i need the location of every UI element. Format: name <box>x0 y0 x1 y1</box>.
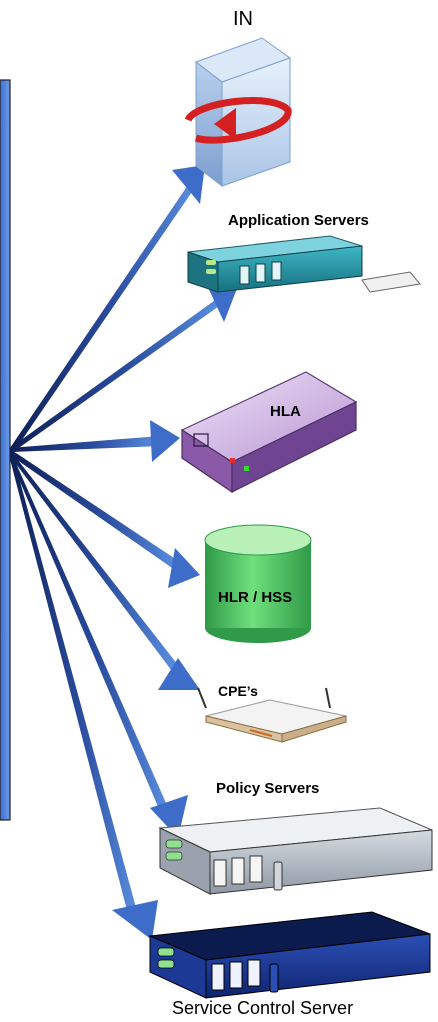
service-control-server-label: Service Control Server <box>172 998 354 1018</box>
arrow-to-hlr-hss <box>10 449 200 588</box>
application-servers-icon <box>187 235 421 293</box>
source-bar <box>0 79 11 821</box>
in-server-icon <box>184 37 292 188</box>
arrow-to-application-servers <box>10 283 238 452</box>
cpe-router-icon <box>197 687 347 743</box>
cpes-label: CPE’s <box>218 683 258 699</box>
hlr-hss-label: HLR / HSS <box>218 589 293 606</box>
service-control-server-icon <box>148 911 431 999</box>
arrow-to-cpes <box>10 450 200 690</box>
hlr-hss-database-icon <box>204 524 312 643</box>
arrow-to-service-control-server <box>10 452 158 940</box>
policy-servers-label: Policy Servers <box>216 780 320 797</box>
arrow-to-in <box>10 165 205 453</box>
hla-label: HLA <box>270 403 301 420</box>
policy-servers-icon <box>158 807 433 895</box>
application-servers-label: Application Servers <box>228 212 369 229</box>
arrow-to-hla <box>10 420 180 462</box>
in-label: IN <box>233 8 253 30</box>
hla-device-icon <box>180 371 358 494</box>
